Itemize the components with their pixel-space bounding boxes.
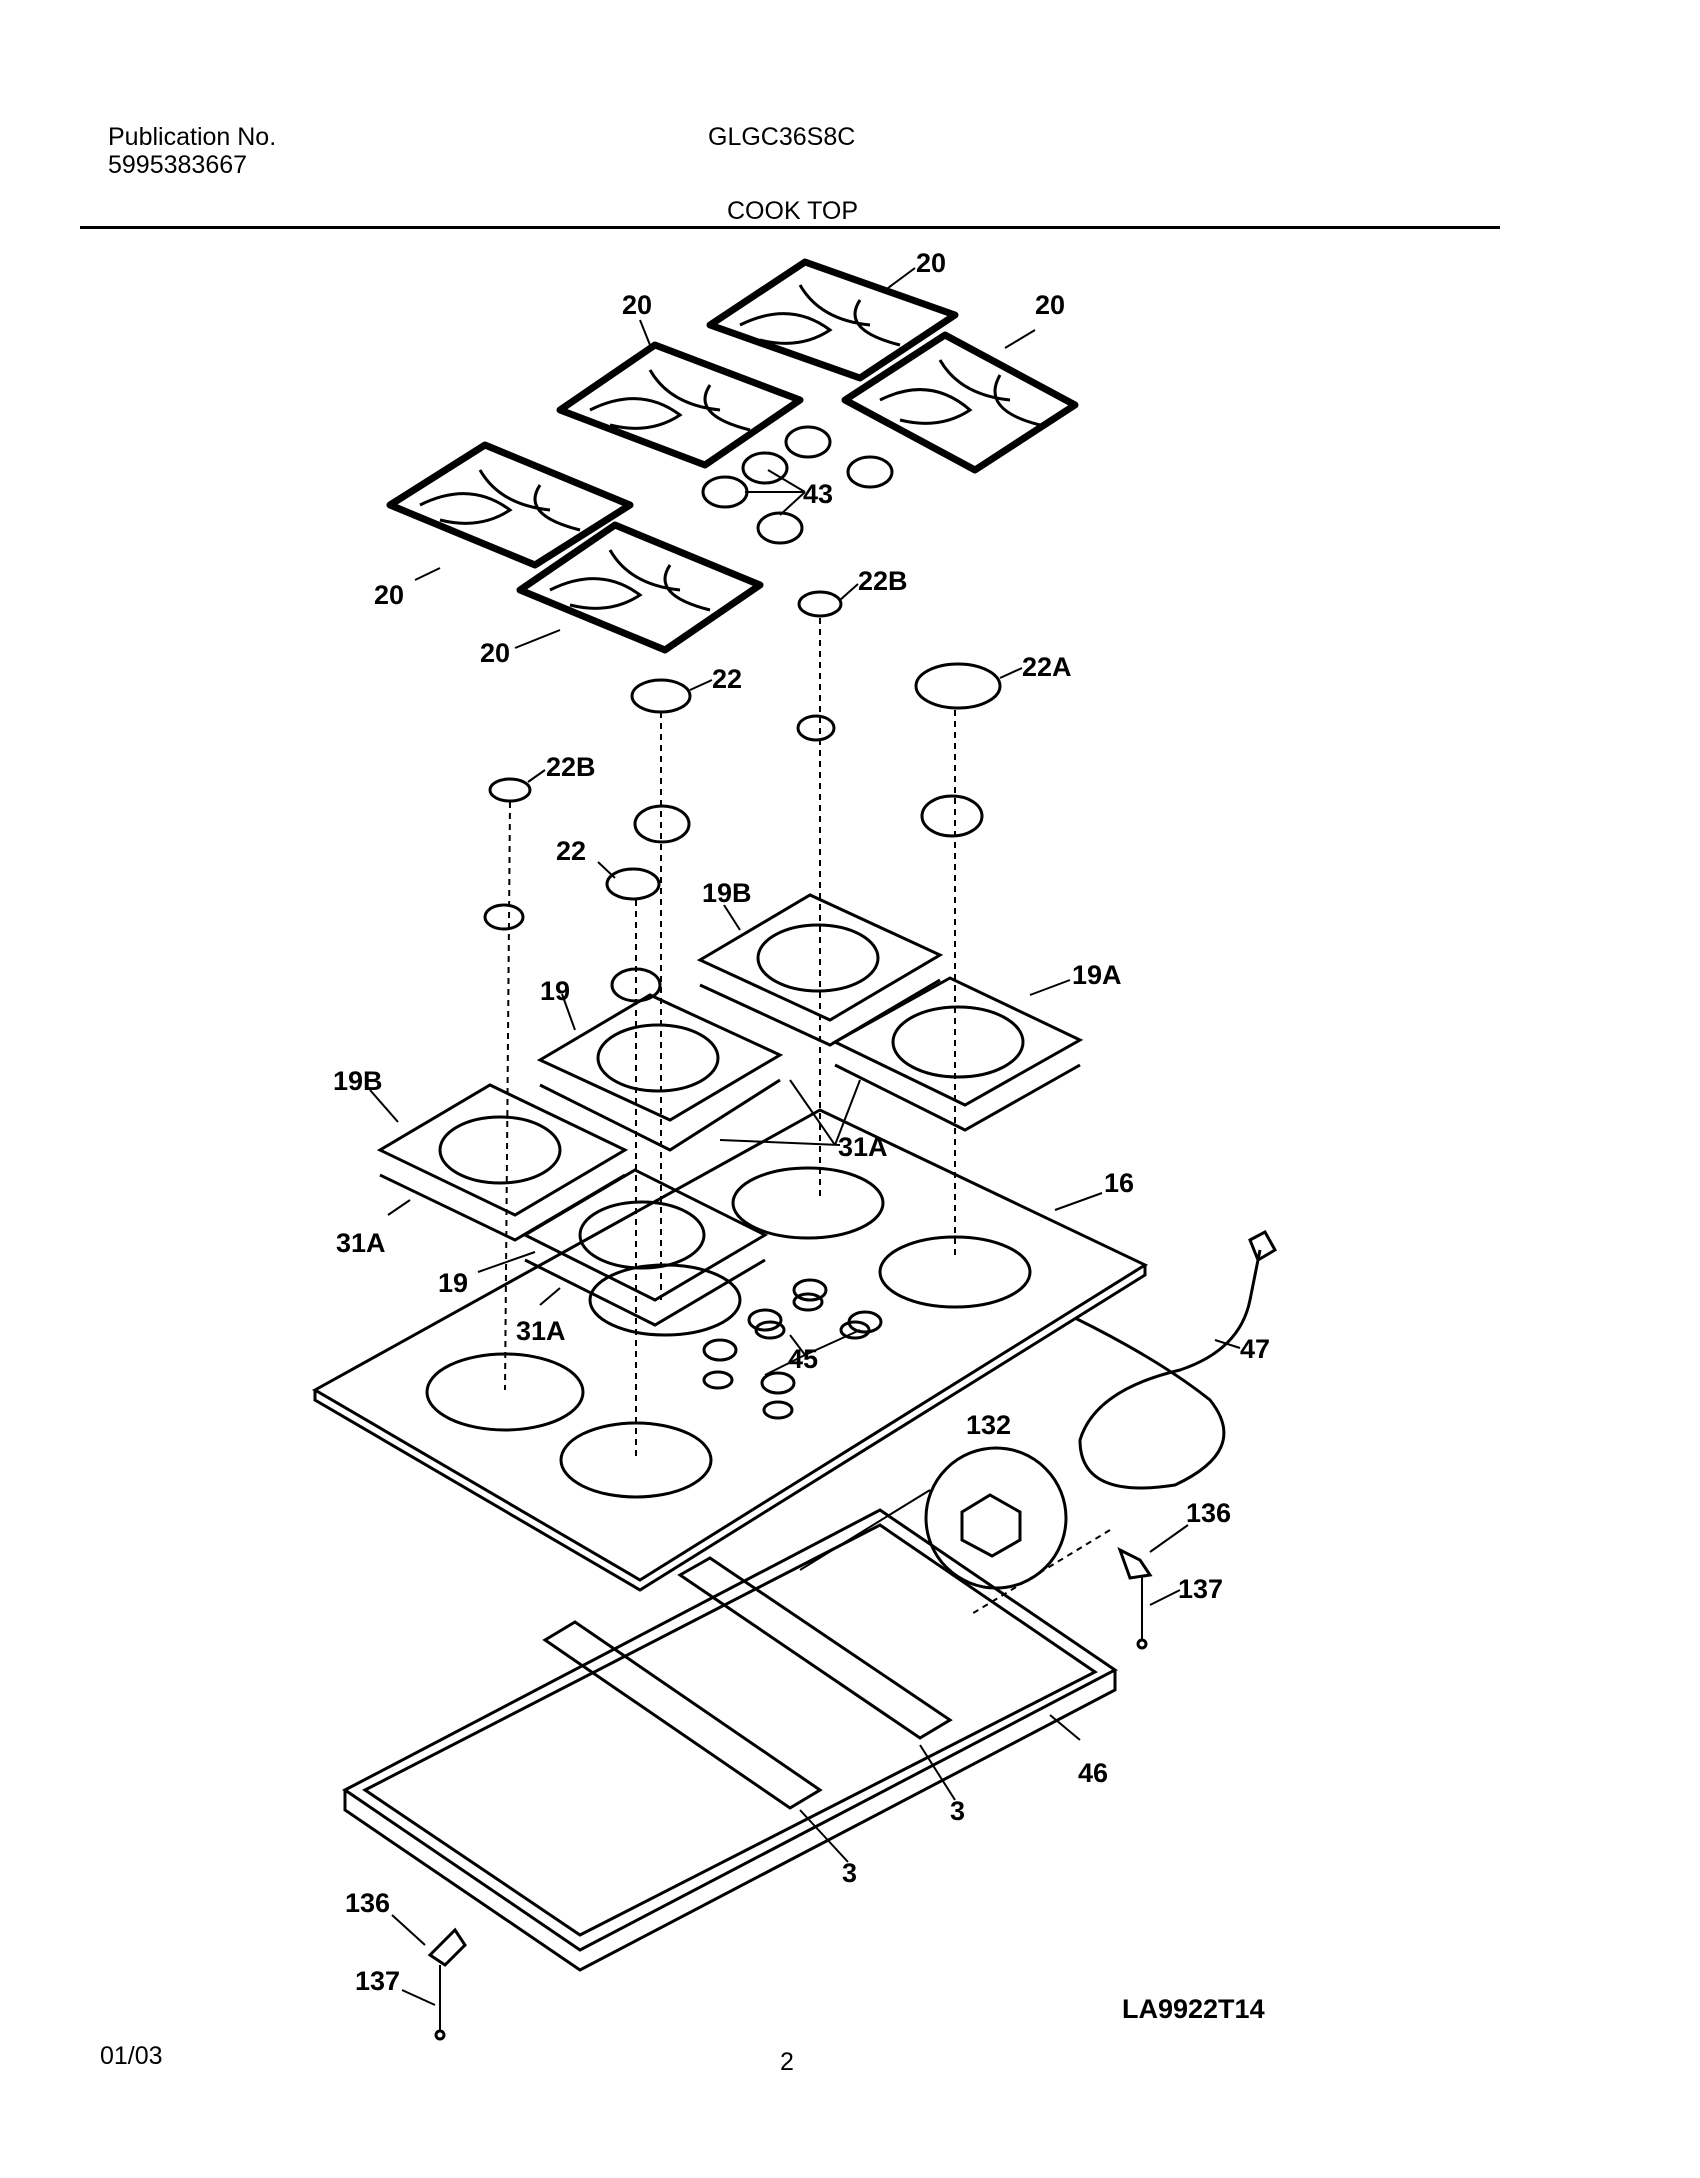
- callout-knob: 43: [803, 479, 833, 509]
- callout-bracket-right: 136: [1186, 1498, 1231, 1528]
- power-cord: [1074, 1229, 1278, 1490]
- callout-pan-small-left: 19B: [333, 1066, 383, 1096]
- callout-cap-medium-2: 22: [556, 836, 586, 866]
- callout-pan-medium-1: 19: [540, 976, 570, 1006]
- callout-screw-right: 137: [1178, 1574, 1223, 1604]
- cooktop-glass: [311, 1108, 1149, 1592]
- grate-left-front: [516, 521, 764, 654]
- bracket-screw-left: [427, 1927, 467, 2041]
- model-number: GLGC36S8C: [708, 123, 856, 151]
- publication-label: Publication No.: [108, 123, 277, 151]
- callout-grate-5: 20: [480, 638, 510, 668]
- burner-box: [342, 1508, 1118, 1972]
- callout-rail-1: 3: [950, 1796, 965, 1826]
- section-title: COOK TOP: [727, 197, 859, 225]
- callout-cap-medium-1: 22: [712, 664, 742, 694]
- module-inset: [799, 1446, 1068, 1590]
- control-knobs: [701, 425, 894, 545]
- callout-bezel: 45: [788, 1344, 818, 1374]
- footer-date: 01/03: [100, 2042, 163, 2070]
- drip-pans: [376, 893, 1084, 1327]
- callout-grate-4: 20: [374, 580, 404, 610]
- grate-right: [841, 331, 1079, 474]
- bezels: [702, 1278, 883, 1395]
- callout-gasket-3: 31A: [516, 1316, 566, 1346]
- header-rule: [80, 226, 1500, 229]
- rails: [542, 1556, 953, 1810]
- callout-grate-3: 20: [622, 290, 652, 320]
- publication-number: 5995383667: [108, 151, 248, 179]
- leader-lines: [369, 267, 1241, 2006]
- callout-cap-small-left: 22B: [546, 752, 596, 782]
- callout-module: 132: [966, 1410, 1011, 1440]
- bracket-screw-right: [1117, 1546, 1153, 1650]
- callout-screw-left: 137: [355, 1966, 400, 1996]
- callout-cooktop-glass: 16: [1104, 1168, 1134, 1198]
- callout-cap-small-right: 22B: [858, 566, 908, 596]
- diagram-code: LA9922T14: [1122, 1994, 1265, 2024]
- callout-gasket-1: 31A: [838, 1132, 888, 1162]
- callout-rail-2: 3: [842, 1858, 857, 1888]
- callout-labels: 20 20 20 20 20 43 22B 22A 22 22B 22 19B …: [333, 248, 1270, 1996]
- callout-gasket-2: 31A: [336, 1228, 386, 1258]
- callout-burner-box: 46: [1078, 1758, 1108, 1788]
- page-number: 2: [780, 2048, 794, 2076]
- callout-power-cord: 47: [1240, 1334, 1270, 1364]
- callout-grate-2: 20: [1035, 290, 1065, 320]
- callout-cap-large: 22A: [1022, 652, 1072, 682]
- callout-grate-1: 20: [916, 248, 946, 278]
- callout-pan-medium-2: 19: [438, 1268, 468, 1298]
- alignment-lines: [504, 618, 1111, 1616]
- callout-pan-small-rear: 19B: [702, 878, 752, 908]
- grate-center: [556, 341, 804, 469]
- callout-bracket-left: 136: [345, 1888, 390, 1918]
- callout-pan-large: 19A: [1072, 960, 1122, 990]
- grate-rear-center: [706, 258, 959, 382]
- grate-left-rear: [386, 441, 634, 569]
